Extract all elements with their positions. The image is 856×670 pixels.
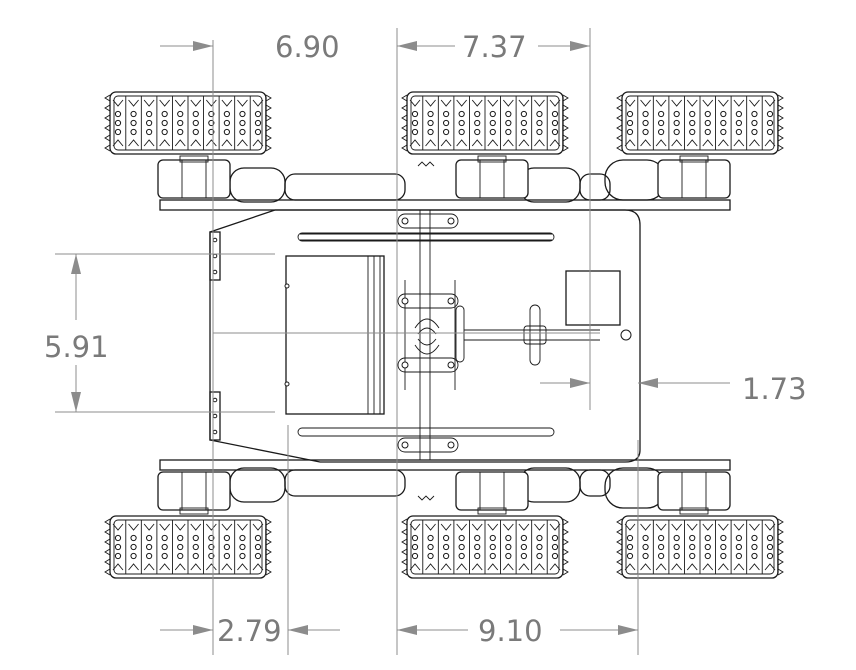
hub-rear-right bbox=[657, 471, 731, 515]
dimension-top-left: 6.90 bbox=[160, 30, 340, 64]
dimension-right-side: 1.73 bbox=[540, 372, 807, 406]
hub-front-right bbox=[157, 471, 231, 515]
wheel-rear-right bbox=[616, 515, 784, 579]
bracket-bottom bbox=[209, 391, 221, 441]
wheel-front-left bbox=[104, 91, 272, 155]
dimension-bottom-left: 2.79 bbox=[160, 614, 340, 648]
motor-hubs bbox=[157, 155, 731, 515]
dimension-bottom-right: 9.10 bbox=[397, 614, 638, 648]
bottom-side-rail bbox=[159, 459, 731, 471]
wheel-front-right bbox=[104, 515, 272, 579]
dimension-label-bottom-left: 2.79 bbox=[217, 614, 282, 648]
wheel-rear-left bbox=[616, 91, 784, 155]
hub-rear-left bbox=[657, 155, 731, 199]
dimension-top-right: 7.37 bbox=[397, 30, 590, 64]
dimension-label-left-vertical: 5.91 bbox=[44, 330, 109, 364]
wheel-middle-left bbox=[401, 91, 569, 155]
dimension-label-bottom-right: 9.10 bbox=[478, 614, 543, 648]
dimension-label-right-side: 1.73 bbox=[742, 372, 807, 406]
hub-middle-right bbox=[455, 471, 529, 515]
hub-middle-left bbox=[455, 155, 529, 199]
top-side-rail bbox=[159, 199, 731, 211]
wheels bbox=[104, 91, 784, 579]
suspension bbox=[229, 159, 666, 509]
bracket-top bbox=[209, 231, 221, 281]
wheel-middle-right bbox=[401, 515, 569, 579]
hub-front-left bbox=[157, 155, 231, 199]
dimensions: 6.90 7.37 5.91 1.73 bbox=[44, 28, 807, 655]
dimension-left-vertical: 5.91 bbox=[44, 254, 109, 412]
dimension-label-top-left: 6.90 bbox=[275, 30, 340, 64]
dimension-label-top-right: 7.37 bbox=[462, 30, 527, 64]
electronics-box bbox=[565, 270, 621, 326]
chassis-plate bbox=[209, 209, 641, 463]
battery-box bbox=[285, 255, 385, 415]
chassis bbox=[159, 199, 731, 471]
